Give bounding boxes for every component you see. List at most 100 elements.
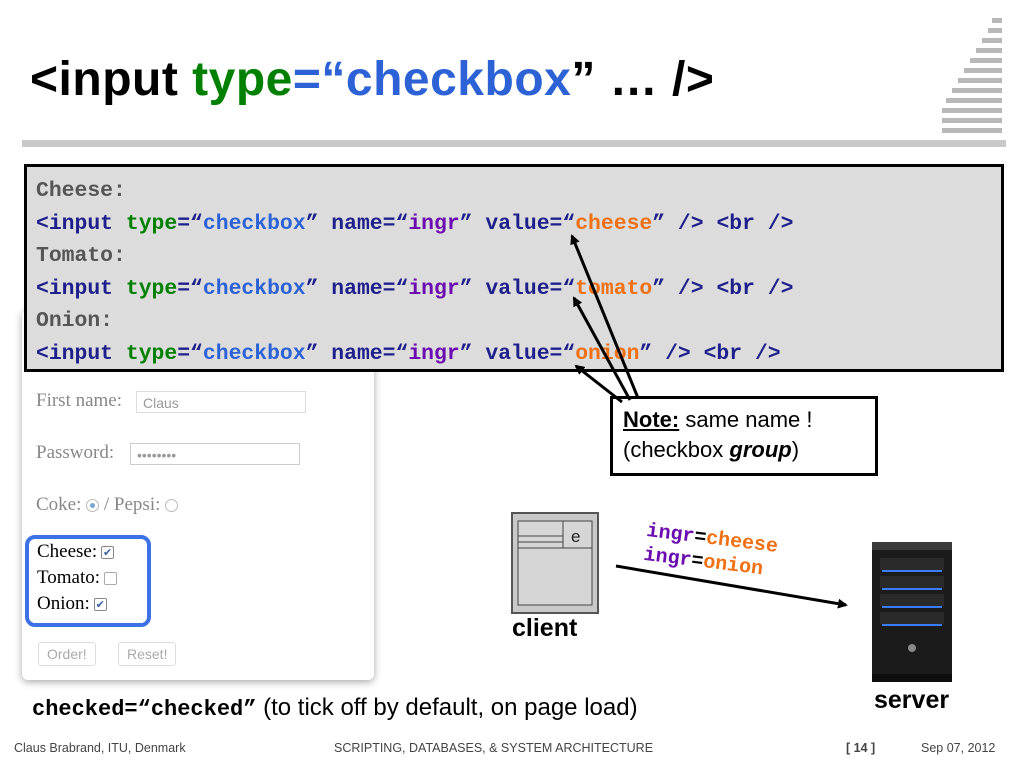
code-line-tomato-label: Tomato: (36, 240, 1001, 273)
arrow-to-onion-name (574, 364, 623, 404)
note-box: Note: same name ! (checkbox group) (610, 396, 878, 476)
code-label-cheese: Cheese: (36, 179, 126, 203)
title-underline (22, 140, 1006, 147)
code-checkbox-value: checkbox (202, 211, 306, 236)
footer-course: SCRIPTING, DATABASES, & SYSTEM ARCHITECT… (334, 741, 654, 755)
note-label: Note: (623, 407, 680, 432)
note-line1: Note: same name ! (623, 405, 865, 435)
code-quote: ” (652, 211, 666, 236)
client-computer-icon: e (511, 512, 599, 614)
title-type-attr: type (192, 53, 293, 106)
client-label: client (512, 614, 578, 642)
footer-page-number: [ 14 ] (846, 741, 876, 755)
code-quote: ” (305, 341, 319, 366)
footer-author: Claus Brabrand, ITU, Denmark (14, 741, 186, 755)
code-end: /> <br /> (665, 211, 794, 236)
server-icon (872, 542, 952, 682)
tomato-row: Tomato: (37, 567, 118, 589)
first-name-input[interactable]: Claus (136, 391, 306, 413)
code-type-attr: type (125, 276, 178, 301)
arrow-to-tomato-name (572, 296, 632, 401)
code-line-onion-label: Onion: (36, 305, 1001, 338)
code-listing: Cheese:<input type=“checkbox” name=“ingr… (24, 164, 1004, 372)
onion-label: Onion: (37, 593, 90, 614)
reset-button[interactable]: Reset! (118, 642, 177, 666)
code-type-attr: type (125, 211, 178, 236)
code-quote: ” (459, 276, 473, 301)
title-tag: <input (30, 53, 193, 106)
request-param-name: ingr (642, 543, 693, 573)
code-label-onion: Onion: (36, 309, 114, 333)
cheese-row: Cheese:✔ (37, 541, 115, 563)
slide-title: <input type=“checkbox” … /> (30, 52, 714, 107)
note-line2-pre: (checkbox (623, 437, 730, 462)
code-checkbox-value: checkbox (202, 276, 306, 301)
code-quote: ” (652, 276, 666, 301)
tomato-checkbox[interactable] (104, 572, 118, 586)
code-name-value: ingr (408, 211, 460, 236)
pepsi-label: / Pepsi: (103, 494, 161, 515)
title-checkbox-value: checkbox (345, 53, 572, 106)
code-line-tomato-input: <input type=“checkbox” name=“ingr” value… (36, 273, 1001, 306)
arrow-request-to-server (615, 564, 848, 609)
code-value-attr: value=“ (472, 276, 576, 301)
code-line-cheese-label: Cheese: (36, 175, 1001, 208)
code-quote: ” (305, 211, 319, 236)
footnote: checked=“checked” (to tick off by defaul… (32, 694, 638, 722)
code-eq: =“ (177, 276, 203, 301)
cheese-label: Cheese: (37, 541, 98, 562)
code-name-value: ingr (408, 276, 460, 301)
code-tag: <input (36, 276, 126, 301)
code-value-cheese: cheese (575, 211, 653, 236)
code-quote: ” (305, 276, 319, 301)
coke-radio[interactable] (86, 499, 100, 513)
order-button[interactable]: Order! (38, 642, 96, 666)
note-line2: (checkbox group) (623, 435, 865, 465)
password-input[interactable]: •••••••• (130, 443, 300, 465)
code-checkbox-value: checkbox (202, 341, 306, 366)
client-icon-letter: e (571, 527, 580, 546)
decorative-stripes (942, 18, 1002, 138)
note-emphasis: group (729, 437, 792, 462)
drink-choice-row: Coke: / Pepsi: (36, 494, 179, 516)
tomato-label: Tomato: (37, 567, 101, 588)
footnote-code: checked=“checked” (32, 697, 257, 722)
checkbox-group-highlight: Cheese:✔ Tomato: Onion:✔ (25, 535, 151, 627)
code-name-value: ingr (408, 341, 460, 366)
onion-row: Onion:✔ (37, 593, 107, 615)
code-name-attr: name=“ (318, 341, 409, 366)
title-rest: ” … /> (571, 53, 715, 106)
client-window-icon: e (517, 520, 593, 606)
code-line-onion-input: <input type=“checkbox” name=“ingr” value… (36, 338, 1001, 371)
code-end: /> <br /> (652, 341, 781, 366)
code-quote: ” (639, 341, 653, 366)
pepsi-radio[interactable] (165, 499, 179, 513)
arrow-to-cheese-name (570, 234, 640, 399)
code-line-cheese-input: <input type=“checkbox” name=“ingr” value… (36, 208, 1001, 241)
title-eq: =“ (292, 53, 346, 106)
code-tag: <input (36, 341, 126, 366)
note-text: same name ! (679, 407, 813, 432)
code-eq: =“ (177, 341, 203, 366)
code-value-attr: value=“ (472, 211, 576, 236)
code-name-attr: name=“ (318, 211, 409, 236)
code-end: /> <br /> (665, 276, 794, 301)
cheese-checkbox[interactable]: ✔ (101, 546, 115, 560)
code-tag: <input (36, 211, 126, 236)
footnote-text: (to tick off by default, on page load) (256, 694, 638, 721)
coke-label: Coke: (36, 494, 82, 515)
code-eq: =“ (177, 211, 203, 236)
code-quote: ” (459, 341, 473, 366)
first-name-label: First name: (36, 390, 123, 411)
password-label: Password: (36, 442, 115, 463)
code-name-attr: name=“ (318, 276, 409, 301)
code-value-tomato: tomato (575, 276, 653, 301)
code-type-attr: type (125, 341, 178, 366)
note-line2-post: ) (791, 437, 800, 462)
code-label-tomato: Tomato: (36, 244, 126, 268)
code-value-attr: value=“ (472, 341, 576, 366)
code-quote: ” (459, 211, 473, 236)
footer-date: Sep 07, 2012 (921, 741, 996, 755)
onion-checkbox[interactable]: ✔ (93, 598, 107, 612)
